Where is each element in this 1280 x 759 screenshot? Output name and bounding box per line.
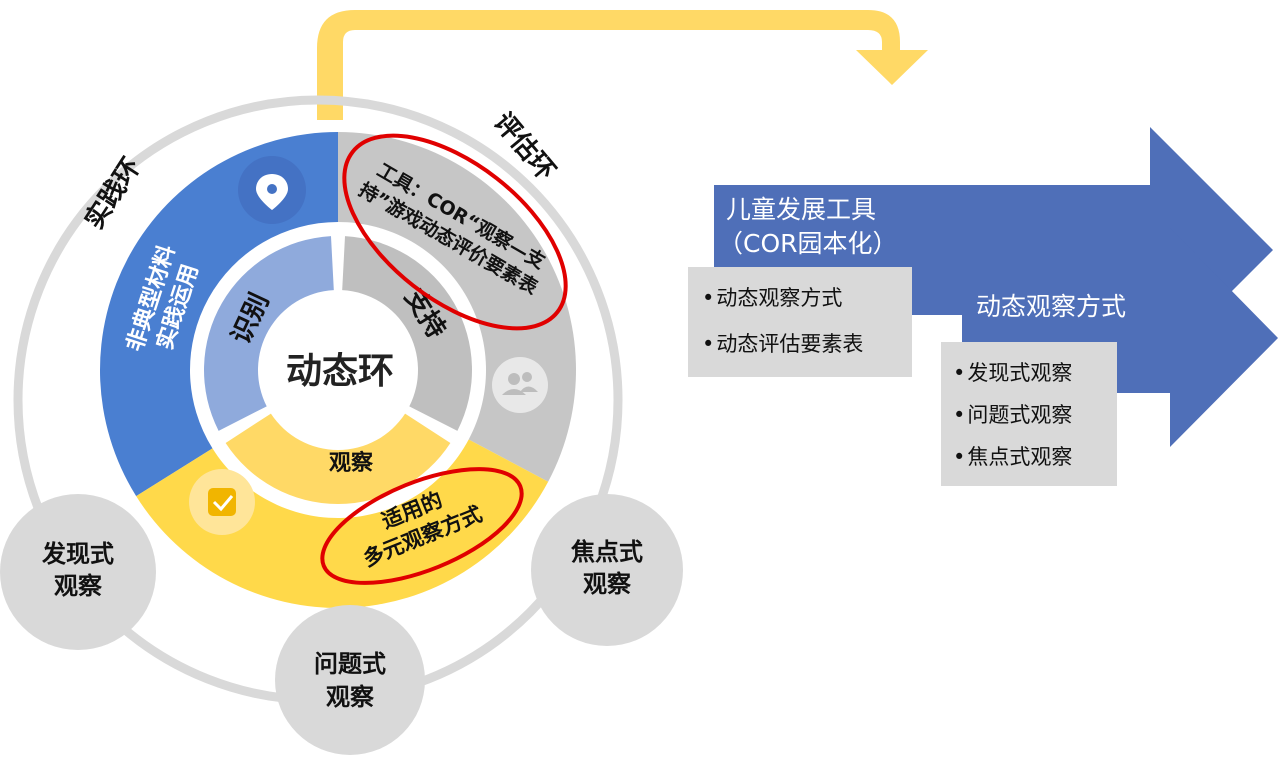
center-label: 动态环	[286, 351, 394, 392]
satellite-focus-line-1: 焦点式	[571, 538, 643, 566]
lower-item-3: 焦点式观察	[953, 436, 1103, 478]
satellite-focus: 焦点式 观察	[531, 494, 683, 646]
satellite-question-line-1: 问题式	[314, 650, 386, 678]
lower-arrow-title-text: 动态观察方式	[976, 292, 1127, 321]
upper-item-2: 动态评估要素表	[702, 321, 898, 367]
observe-label: 观察	[329, 450, 374, 476]
upper-arrow-title-line-2: （COR园本化）	[718, 229, 898, 258]
upper-item-1: 动态观察方式	[702, 275, 898, 321]
lower-items-box: 发现式观察 问题式观察 焦点式观察	[941, 342, 1117, 486]
satellite-focus-line-2: 观察	[583, 570, 632, 598]
satellite-discover-line-2: 观察	[54, 572, 103, 600]
center-circle	[260, 292, 416, 448]
upper-arrow-title-line-1: 儿童发展工具	[726, 195, 877, 224]
inner-grey-segment	[342, 236, 472, 431]
upper-items-box: 动态观察方式 动态评估要素表	[688, 267, 912, 377]
yellow-highlight-ellipse	[320, 467, 524, 585]
practice-ring-label: 实践环	[79, 152, 147, 234]
satellite-discover-line-1: 发现式	[41, 540, 114, 568]
tool-highlight-ellipse	[342, 133, 568, 331]
inner-blue-segment	[204, 236, 334, 431]
lower-item-1: 发现式观察	[953, 352, 1103, 394]
satellite-discover: 发现式 观察	[0, 494, 156, 650]
user-icon	[492, 357, 548, 413]
checklist-icon	[189, 469, 255, 535]
curved-arrow	[317, 10, 928, 120]
satellite-question: 问题式 观察	[275, 605, 425, 755]
location-icon	[238, 156, 306, 224]
upper-arrow-title: 儿童发展工具 （COR园本化）	[718, 193, 898, 261]
lower-item-2: 问题式观察	[953, 394, 1103, 436]
evaluate-ring-label: 评估环	[488, 107, 561, 186]
inner-yellow-segment	[225, 413, 451, 504]
satellite-question-line-2: 观察	[326, 683, 375, 711]
